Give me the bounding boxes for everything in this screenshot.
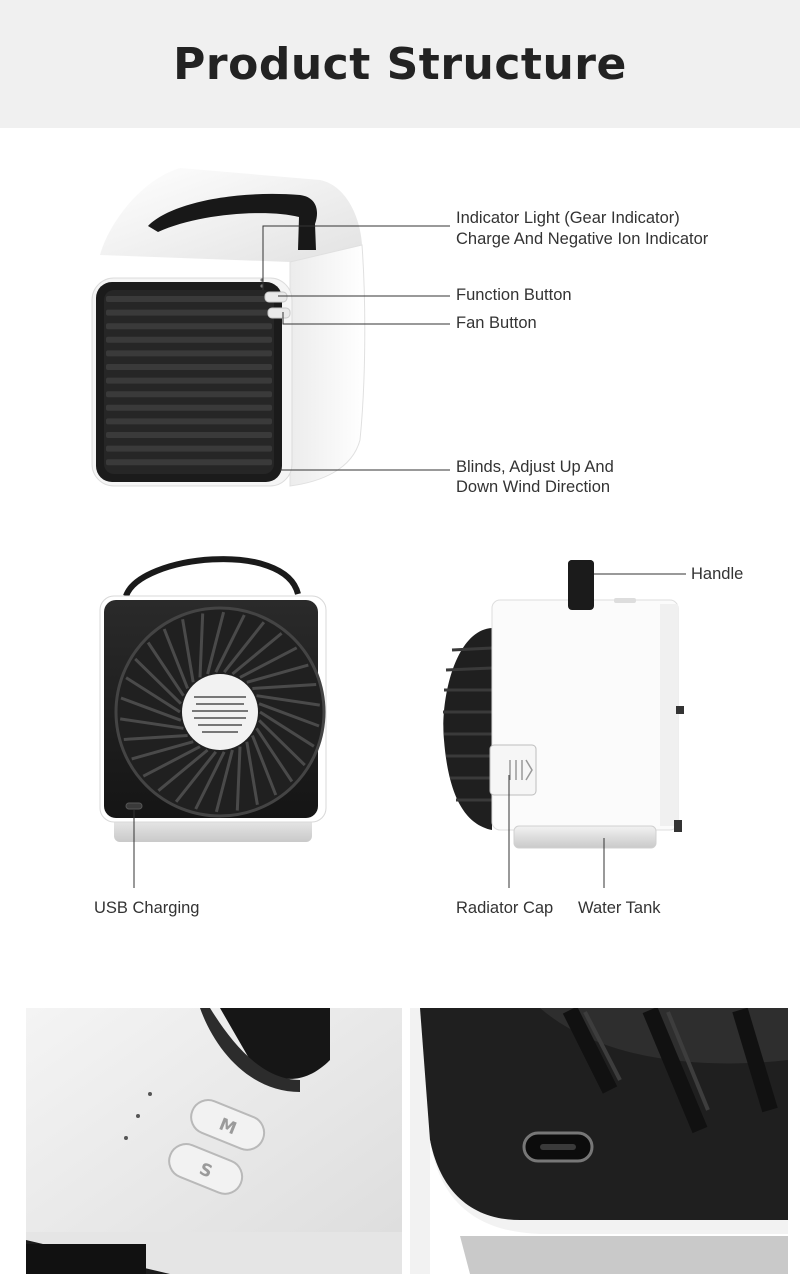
- fan-grille-spoke: [162, 628, 189, 690]
- fan-grille-spoke: [251, 734, 278, 796]
- fan-grille-spoke: [174, 750, 217, 803]
- fan-grille-spoke: [259, 710, 315, 748]
- indicator-dot-2: [136, 1114, 140, 1118]
- indicator-dot-1: [148, 1092, 152, 1096]
- fan-grille-spoke: [119, 717, 184, 730]
- mode-button-glyph: M: [216, 1114, 239, 1139]
- fan-grille-spoke: [146, 641, 185, 697]
- fan-grille-spoke: [214, 614, 246, 673]
- label-blinds-line1: Blinds, Adjust Up And: [456, 458, 614, 476]
- fan-grille-spoke: [131, 740, 194, 761]
- fan-grille-spoke: [120, 696, 182, 722]
- label-radiator-cap: Radiator Cap: [456, 899, 554, 917]
- fan-grille-spoke: [252, 683, 317, 690]
- fan-grille-spoke: [223, 621, 266, 674]
- label-function-button: Function Button: [456, 286, 572, 304]
- leader-lines-middle: [133, 573, 686, 888]
- fan-grille-spoke: [194, 751, 226, 810]
- blinds-slats: [106, 296, 272, 466]
- fan-grille-spoke: [258, 702, 320, 728]
- side-device-view: [443, 560, 684, 849]
- top-device-function-button: [264, 291, 288, 303]
- fan-grille-spoke: [198, 613, 205, 678]
- fan-grille-spoke: [258, 719, 306, 767]
- fan-grille-spoke: [255, 727, 294, 783]
- blind-slat: [106, 309, 272, 316]
- fan-grille-spoke: [245, 741, 259, 806]
- blind-slat: [106, 391, 272, 398]
- leader-lines-top: [262, 225, 450, 471]
- fan-grille-spoke: [181, 618, 195, 683]
- front-handle: [123, 556, 301, 598]
- label-indicator-line2: Charge And Negative Ion Indicator: [456, 230, 709, 248]
- closeup-buttons: M S: [26, 1008, 402, 1274]
- fan-grille-spoke: [125, 676, 181, 714]
- fan-grille-spoke: [206, 611, 226, 675]
- front-usb-port: [125, 802, 143, 810]
- radiator-cap-shape: [489, 744, 537, 796]
- blind-slat: [106, 336, 272, 343]
- blind-slat: [106, 445, 272, 452]
- blind-slat: [106, 418, 272, 425]
- closeup-speed-button: [168, 1143, 244, 1195]
- front-device-view: [99, 556, 327, 842]
- blind-slat: [106, 350, 272, 357]
- fan-grille-spoke: [157, 748, 209, 792]
- fan-grille-spoke: [235, 746, 242, 811]
- closeup-usb-port: [410, 1008, 788, 1274]
- fan-grille-spoke: [256, 694, 321, 707]
- leader-fan: [282, 312, 450, 325]
- label-handle: Handle: [691, 565, 744, 583]
- water-tank-shape: [513, 825, 657, 849]
- fan-grille-spoke: [239, 646, 298, 679]
- closeup-mode-button: [190, 1099, 266, 1151]
- blind-slat: [106, 377, 272, 384]
- fan-grille-spoke: [246, 663, 309, 684]
- label-water-tank: Water Tank: [578, 899, 661, 917]
- fan-grille-spoke: [142, 745, 201, 778]
- blind-slat: [106, 459, 272, 466]
- blind-slat: [106, 296, 272, 302]
- top-device-side-face: [289, 244, 366, 487]
- page-title: Product Structure: [173, 38, 627, 90]
- label-blinds-line2: Down Wind Direction: [456, 478, 611, 496]
- fan-grille-spoke: [134, 657, 182, 705]
- header-band: Product Structure: [0, 0, 800, 128]
- blind-slat: [106, 323, 272, 330]
- label-fan-button: Fan Button: [456, 314, 537, 332]
- blind-slat: [106, 364, 272, 370]
- blind-slat: [106, 432, 272, 438]
- label-indicator-line1: Indicator Light (Gear Indicator): [456, 209, 680, 227]
- fan-grille-spoke: [231, 632, 283, 676]
- indicator-dot-3: [124, 1136, 128, 1140]
- top-device-fan-button: [267, 307, 291, 319]
- top-device-top-face: [100, 168, 362, 262]
- blind-slat: [106, 404, 272, 411]
- leader-indicator: [262, 225, 450, 290]
- top-device-view: [91, 168, 366, 487]
- fan-grille-spoke: [214, 749, 234, 813]
- fan-grille-spoke: [123, 734, 188, 741]
- label-usb-charging: USB Charging: [94, 899, 200, 917]
